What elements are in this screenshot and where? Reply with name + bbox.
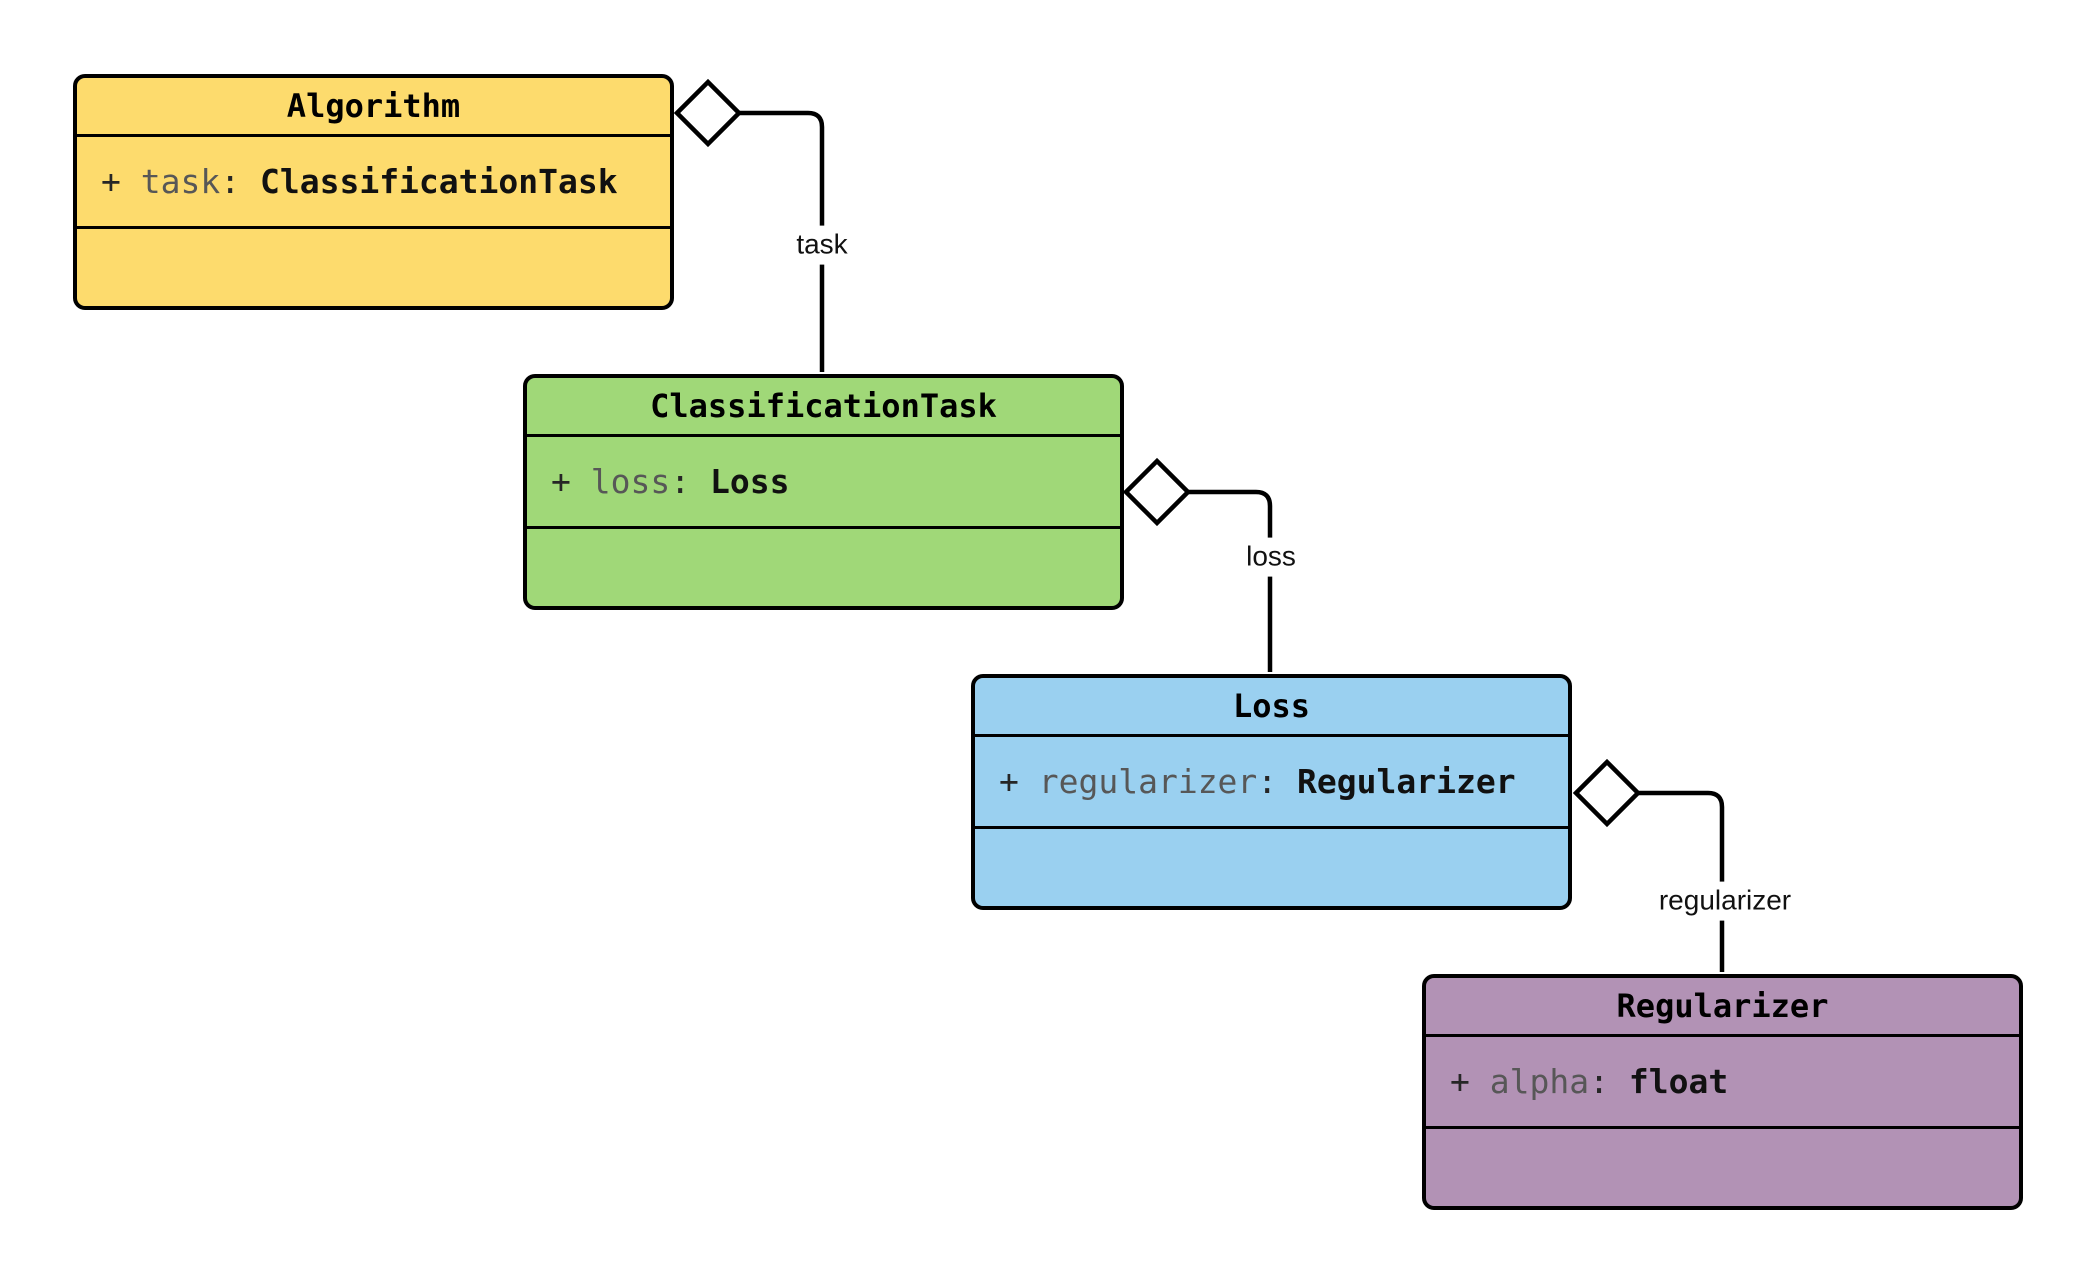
- attributes-section: + alpha: float: [1426, 1037, 2019, 1129]
- edge-line: [1188, 489, 1273, 672]
- attribute-type: float: [1628, 1062, 1729, 1101]
- attribute-name: alpha: [1489, 1062, 1590, 1101]
- attribute-separator: :: [670, 462, 710, 501]
- methods-section: [1426, 1129, 2019, 1206]
- attributes-section: + regularizer: Regularizer: [975, 737, 1568, 829]
- attributes-section: + loss: Loss: [527, 437, 1120, 529]
- class-box-algorithm: Algorithm + task: ClassificationTask: [73, 74, 674, 310]
- attributes-section: + task: ClassificationTask: [77, 137, 670, 229]
- attribute-separator: :: [1589, 1062, 1629, 1101]
- attribute-type: ClassificationTask: [259, 162, 618, 201]
- aggregation-diamond-icon: [1122, 457, 1192, 527]
- class-box-classification-task: ClassificationTask + loss: Loss: [523, 374, 1124, 610]
- class-title: Loss: [975, 678, 1568, 737]
- class-box-loss: Loss + regularizer: Regularizer: [971, 674, 1572, 910]
- edge-label-task: task: [788, 225, 856, 265]
- aggregation-edge-task: [673, 78, 825, 372]
- aggregation-diamond-icon: [1572, 758, 1642, 828]
- attribute-visibility: +: [551, 462, 591, 501]
- attribute-separator: :: [1257, 762, 1298, 801]
- edge-line: [739, 110, 825, 372]
- methods-section: [975, 829, 1568, 906]
- attribute-visibility: +: [101, 162, 141, 201]
- attribute-name: regularizer: [1038, 762, 1258, 801]
- class-title: Algorithm: [77, 78, 670, 137]
- methods-section: [527, 529, 1120, 606]
- attribute-name: task: [140, 162, 221, 201]
- attribute-type: Loss: [709, 462, 790, 501]
- edge-label-loss: loss: [1238, 537, 1304, 577]
- aggregation-diamond-icon: [673, 78, 743, 148]
- methods-section: [77, 229, 670, 306]
- attribute-visibility: +: [1450, 1062, 1490, 1101]
- class-box-regularizer: Regularizer + alpha: float: [1422, 974, 2023, 1210]
- attribute-visibility: +: [999, 762, 1039, 801]
- aggregation-edge-regularizer: [1572, 758, 1725, 972]
- attribute-name: loss: [590, 462, 671, 501]
- class-title: ClassificationTask: [527, 378, 1120, 437]
- attribute-separator: :: [220, 162, 260, 201]
- aggregation-edge-loss: [1122, 457, 1273, 672]
- edge-label-regularizer: regularizer: [1650, 881, 1800, 921]
- attribute-type: Regularizer: [1297, 762, 1516, 801]
- edge-line: [1638, 790, 1725, 972]
- class-title: Regularizer: [1426, 978, 2019, 1037]
